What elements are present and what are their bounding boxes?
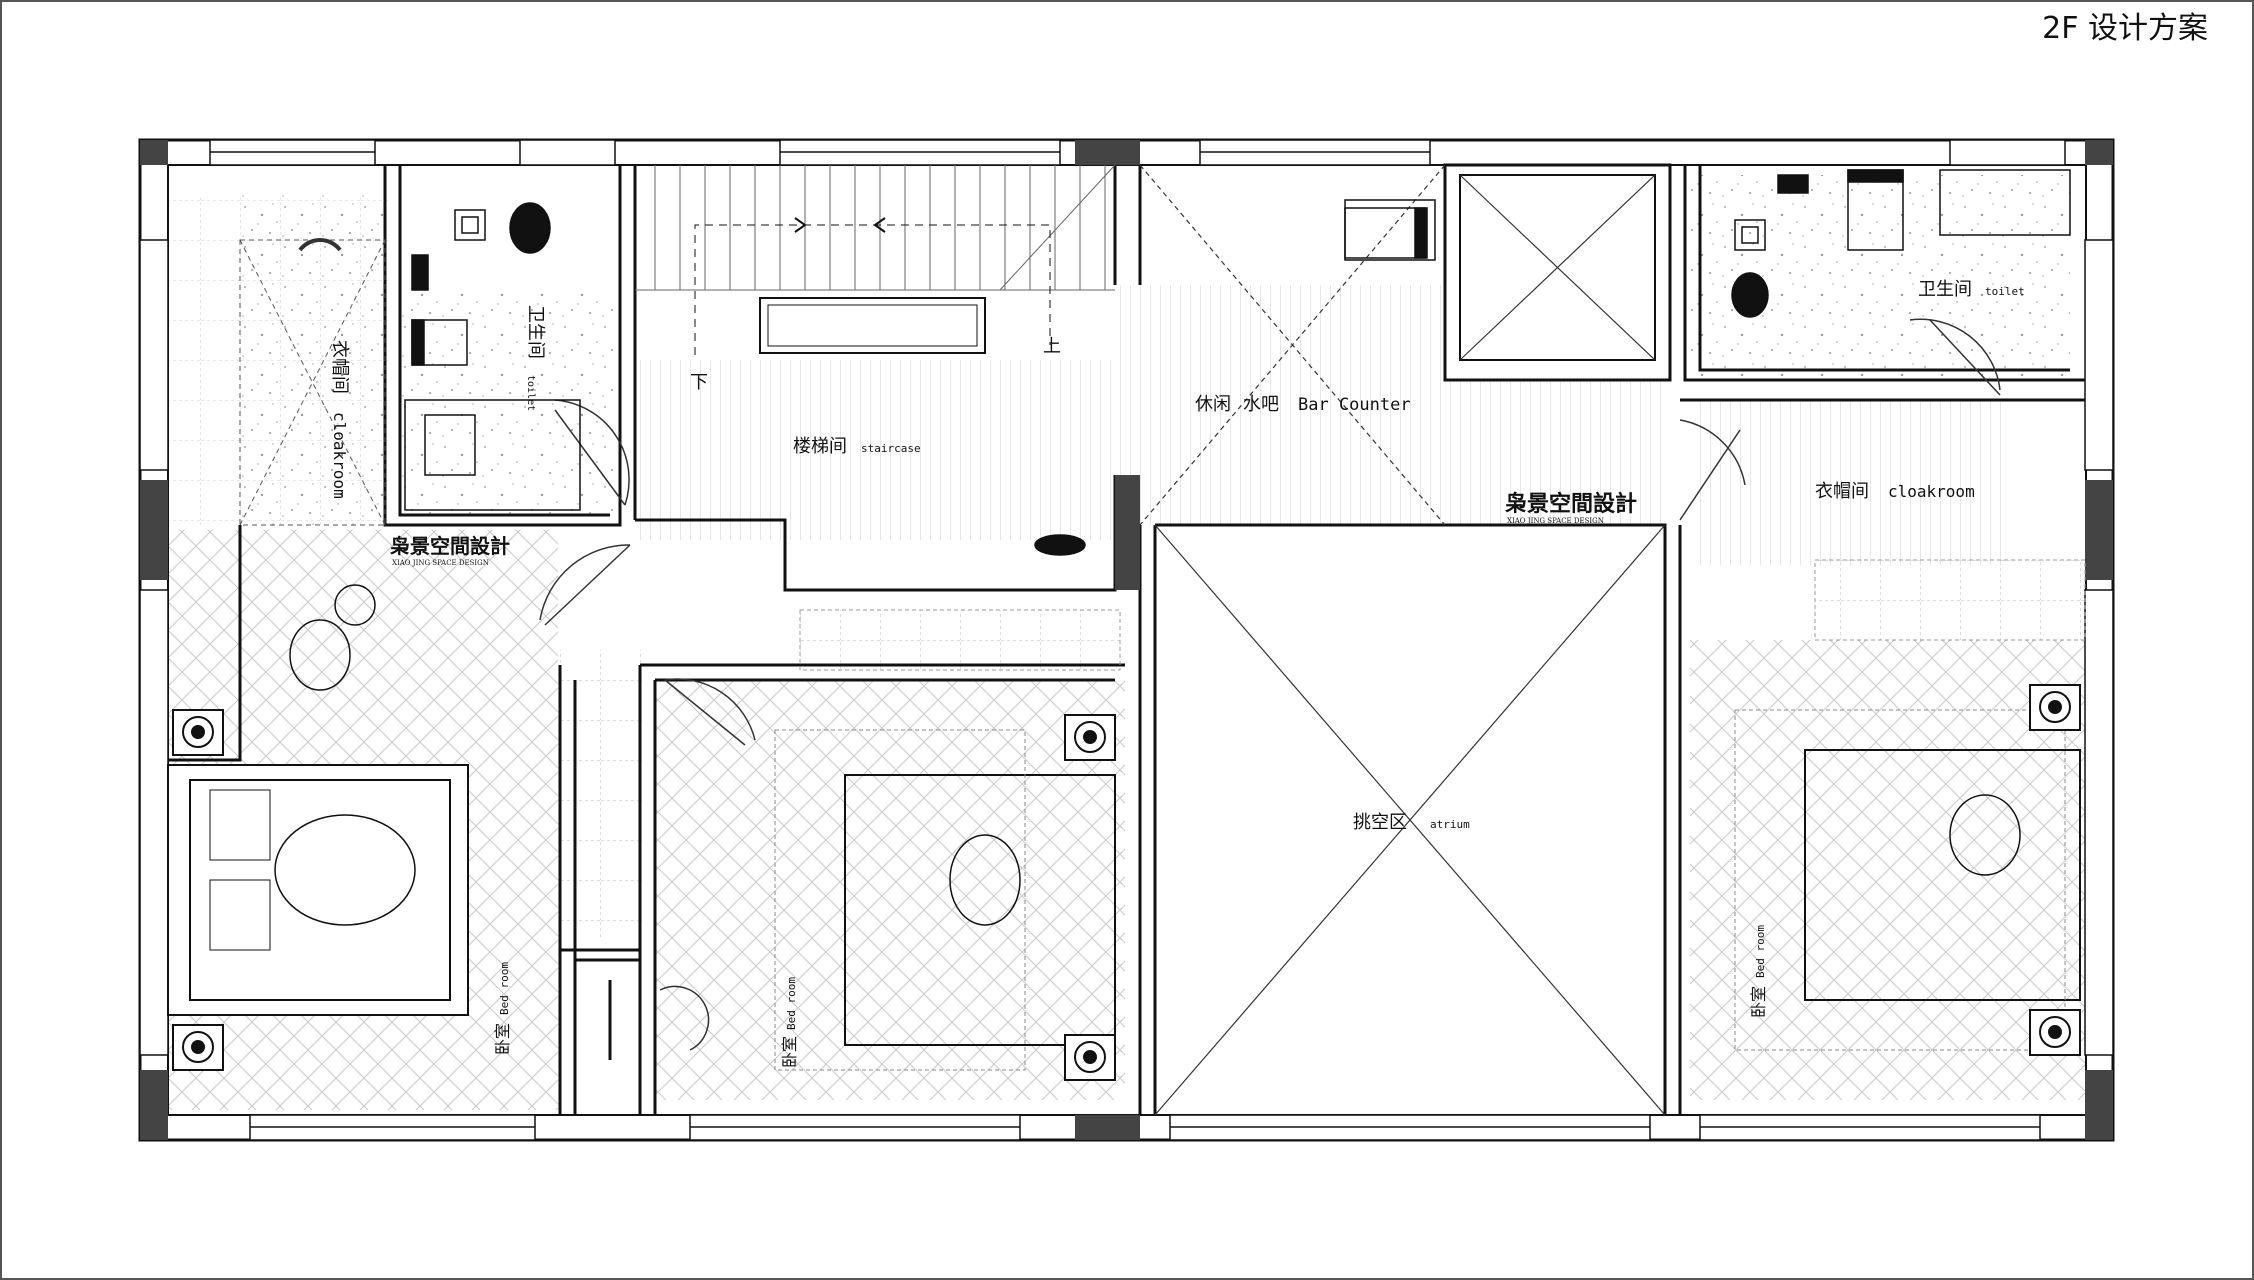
bed-mid — [774, 729, 1116, 1071]
bed-mid-en: Bed room — [785, 977, 798, 1030]
windows — [139, 139, 2114, 1141]
bed-mid-cn: 卧室 — [780, 1036, 799, 1068]
left-toilet-fixtures — [404, 202, 581, 511]
bed-left-cn: 卧室 — [493, 1023, 512, 1055]
bed-right — [1734, 709, 2081, 1051]
bed-left — [167, 764, 469, 1016]
atrium-en: atrium — [1430, 818, 1470, 831]
brand-name-left: 枭景空間設計 — [390, 534, 510, 558]
bar-en: Bar Counter — [1298, 395, 1411, 415]
cloak-right-en: cloakroom — [1888, 482, 1975, 501]
toilet-right-cn: 卫生间 — [1918, 279, 1972, 300]
cloak-left-cn: 衣帽间 — [329, 340, 350, 394]
toilet-left-en: toilet — [525, 375, 536, 411]
brand-sub-left: XIAO JING SPACE DESIGN — [392, 559, 489, 567]
bar-cn1: 休闲 — [1195, 394, 1231, 415]
staircase-treads — [635, 164, 1116, 355]
brand-watermark-left: 枭景空間設計 XIAO JING SPACE DESIGN — [390, 534, 510, 567]
bed-left-en: Bed room — [498, 962, 511, 1015]
cloak-left-en: cloakroom — [330, 412, 349, 499]
staircase-cn: 楼梯间 — [793, 436, 847, 457]
atrium-void — [1139, 164, 1666, 1116]
furniture-misc — [289, 199, 2086, 1060]
drawing-title: 2F 设计方案 — [2042, 11, 2208, 46]
stair-up-label: 上 — [1043, 336, 1061, 357]
cloak-right-cn: 衣帽间 — [1815, 481, 1869, 502]
stair-down-label: 下 — [690, 372, 708, 393]
brand-name-right: 枭景空間設計 — [1504, 491, 1637, 517]
toilet-left-cn: 卫生间 — [525, 305, 546, 359]
bed-right-en: Bed room — [1754, 925, 1767, 978]
nightstands — [172, 684, 2081, 1081]
bar-cn2: 水吧 — [1243, 394, 1279, 415]
staircase-en: staircase — [861, 442, 921, 455]
toilet-right-en: toilet — [1985, 285, 2025, 298]
brand-watermark-right: 枭景空間設計 XIAO JING SPACE DESIGN — [1504, 491, 1637, 525]
doors — [298, 238, 2001, 1051]
brand-sub-right: XIAO JING SPACE DESIGN — [1507, 517, 1604, 525]
right-toilet-fixtures — [1344, 169, 2071, 318]
atrium-cn: 挑空区 — [1353, 812, 1407, 833]
structural-columns — [140, 140, 2113, 1140]
bed-right-cn: 卧室 — [1749, 986, 1768, 1018]
